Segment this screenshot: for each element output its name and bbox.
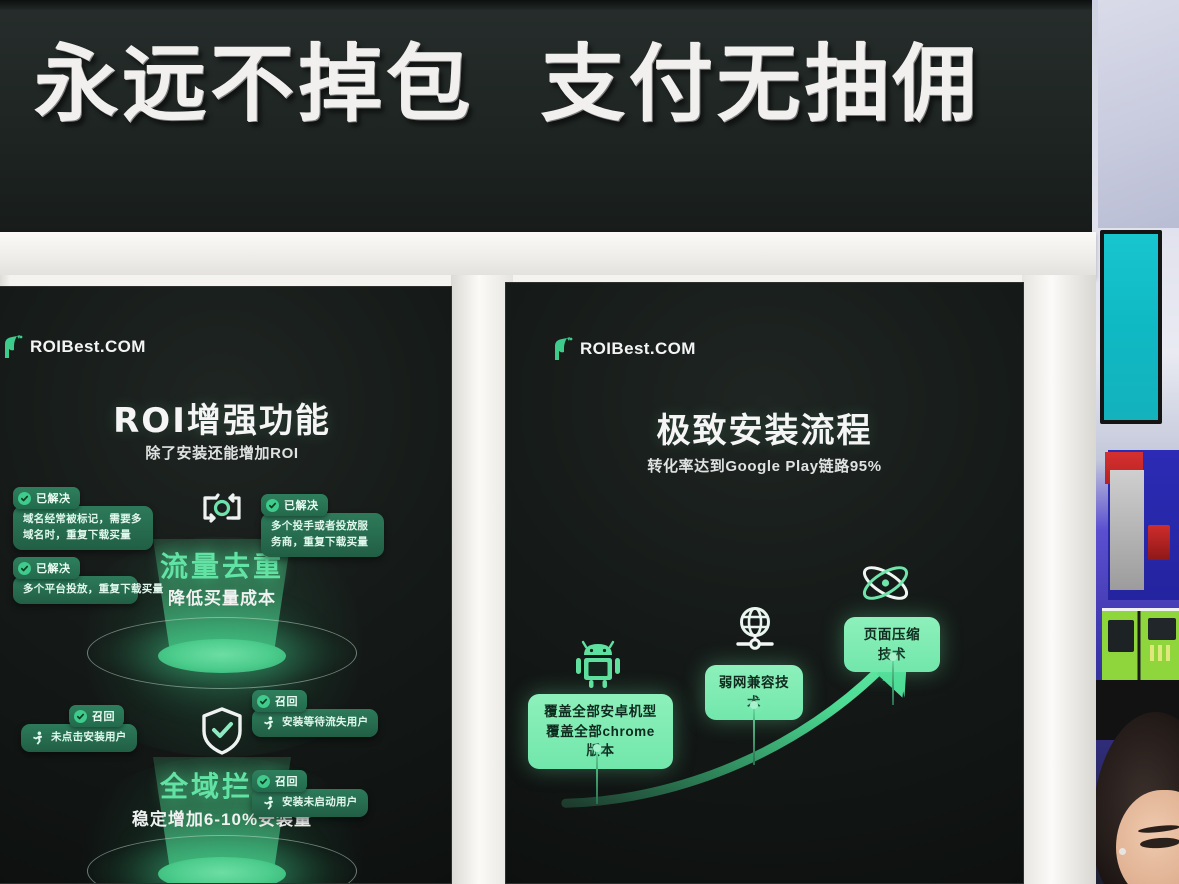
- roibest-leaf-mark-icon: [1, 335, 23, 359]
- feature-chip-android[interactable]: 覆盖全部安卓机型 覆盖全部chrome版本: [528, 694, 673, 769]
- group-subtitle-dedupe: 降低买量成本: [168, 589, 276, 608]
- check-circle-icon: [18, 561, 31, 575]
- group-title-intercept: 全域拦截: [159, 770, 284, 803]
- background-fire-alarm: [1148, 525, 1170, 560]
- feature-stem-android: [596, 748, 598, 804]
- badge-body-recall-3: 安装未启动用户: [252, 789, 368, 817]
- brand-name-right: ROIBest.COM: [580, 339, 696, 358]
- funnel-ring-dedupe: [87, 617, 357, 689]
- badge-recall-2[interactable]: 召回 安装等待流失用户: [252, 690, 379, 737]
- badge-body-dedupe-1: 域名经常被标记，需要多域名时，重复下载买量: [13, 506, 153, 550]
- brand-name-left: ROIBest.COM: [30, 337, 146, 356]
- roibest-leaf-mark-icon: [551, 337, 573, 361]
- badge-body-recall-1: 未点击安装用户: [21, 724, 137, 752]
- banner-top-edge: [0, 0, 1092, 10]
- badge-head-label-dedupe-2: 已解决: [284, 500, 319, 512]
- feature-chip-compression-label: 页面压缩技术: [863, 627, 921, 662]
- badge-head-label-dedupe-3: 已解决: [36, 563, 71, 575]
- badge-body-dedupe-2: 多个投手或者投放服务商，重复下载买量: [261, 513, 384, 557]
- badge-head-recall-1: 召回: [69, 705, 124, 727]
- right-panel-subtitle: 转化率达到Google Play链路95%: [647, 458, 882, 475]
- background-kiosk-screen-2: [1148, 618, 1176, 640]
- check-circle-icon: [74, 709, 87, 723]
- group-title-dedupe: 流量去重: [159, 550, 284, 583]
- left-panel-title: ROI增强功能: [113, 401, 331, 441]
- feature-stem-dot-android: [593, 744, 601, 752]
- feature-stem-compression: [892, 657, 894, 705]
- badge-dedupe-3[interactable]: 已解决 多个平台投放，重复下载买量: [13, 557, 163, 604]
- badge-head-label-recall-1: 召回: [92, 711, 115, 723]
- group-subtitle-intercept: 稳定增加6-10%安装量: [131, 810, 313, 829]
- feature-stem-weaknet: [753, 705, 755, 765]
- background-upper-panel: [1098, 0, 1179, 228]
- booth-top-banner: 永远不掉包 支付无抽佣: [0, 0, 1092, 232]
- dedupe-refresh-icon: [196, 482, 248, 539]
- booth-frame-top-rail: [0, 232, 1096, 278]
- panel-roi-enhancement: ROIBest.COM ROI增强功能 除了安装还能增加ROI: [0, 286, 452, 884]
- feature-chip-android-line1: 覆盖全部安卓机型 覆盖全部chrome版本: [544, 704, 657, 759]
- badge-head-dedupe-1: 已解决: [13, 487, 80, 509]
- globe-network-icon: [731, 603, 779, 660]
- right-panel-title: 极致安装流程: [656, 411, 873, 451]
- check-circle-icon: [266, 498, 279, 512]
- atom-icon: [858, 558, 913, 613]
- check-circle-icon: [257, 694, 270, 708]
- booth-frame-right-post: [1022, 275, 1096, 884]
- background-doorway: [1110, 470, 1144, 590]
- background-kiosk-keypad: [1150, 645, 1174, 661]
- funnel-ring-intercept: [87, 835, 357, 883]
- badge-body-label-recall-3: 安装未启动用户: [282, 796, 358, 808]
- runner-icon: [262, 716, 275, 730]
- runner-icon: [262, 796, 275, 810]
- badge-dedupe-1[interactable]: 已解决 域名经常被标记，需要多域名时，重复下载买量: [13, 487, 153, 550]
- badge-head-dedupe-2: 已解决: [261, 494, 328, 516]
- brand-logo-right: ROIBest.COM: [551, 337, 696, 361]
- background-teal-screen: [1100, 230, 1162, 424]
- badge-head-recall-3: 召回: [252, 770, 307, 792]
- feature-stem-dot-compression: [889, 653, 897, 661]
- badge-body-label-recall-2: 安装等待流失用户: [282, 716, 369, 728]
- badge-recall-3[interactable]: 召回 安装未启动用户: [252, 770, 368, 817]
- badge-head-label-recall-2: 召回: [275, 696, 298, 708]
- booth-frame-center-post: [451, 275, 513, 884]
- badge-body-recall-2: 安装等待流失用户: [252, 709, 379, 737]
- badge-body-label-recall-1: 未点击安装用户: [51, 731, 127, 743]
- panel-install-flow: ROIBest.COM 极致安装流程 转化率达到Google Play链路95%: [505, 282, 1024, 884]
- badge-head-label-recall-3: 召回: [275, 776, 298, 788]
- badge-recall-1[interactable]: 召回 未点击安装用户: [21, 705, 137, 752]
- banner-headline: 永远不掉包 支付无抽佣: [34, 35, 981, 133]
- upward-growth-arrow: [561, 635, 909, 808]
- visitor-earring: [1119, 848, 1126, 855]
- badge-body-dedupe-3: 多个平台投放，重复下载买量: [13, 576, 163, 604]
- android-robot-icon: [574, 638, 622, 693]
- runner-icon: [31, 731, 44, 745]
- badge-head-label-dedupe-1: 已解决: [36, 493, 71, 505]
- badge-head-dedupe-3: 已解决: [13, 557, 80, 579]
- left-panel-subtitle: 除了安装还能增加ROI: [145, 445, 299, 462]
- check-circle-icon: [257, 774, 270, 788]
- shield-check-icon: [198, 705, 246, 762]
- check-circle-icon: [18, 491, 31, 505]
- badge-dedupe-2[interactable]: 已解决 多个投手或者投放服务商，重复下载买量: [261, 494, 384, 557]
- background-kiosk-screen: [1108, 620, 1134, 652]
- brand-logo-left: ROIBest.COM: [1, 335, 146, 359]
- feature-stem-dot-weaknet: [750, 701, 758, 709]
- badge-head-recall-2: 召回: [252, 690, 307, 712]
